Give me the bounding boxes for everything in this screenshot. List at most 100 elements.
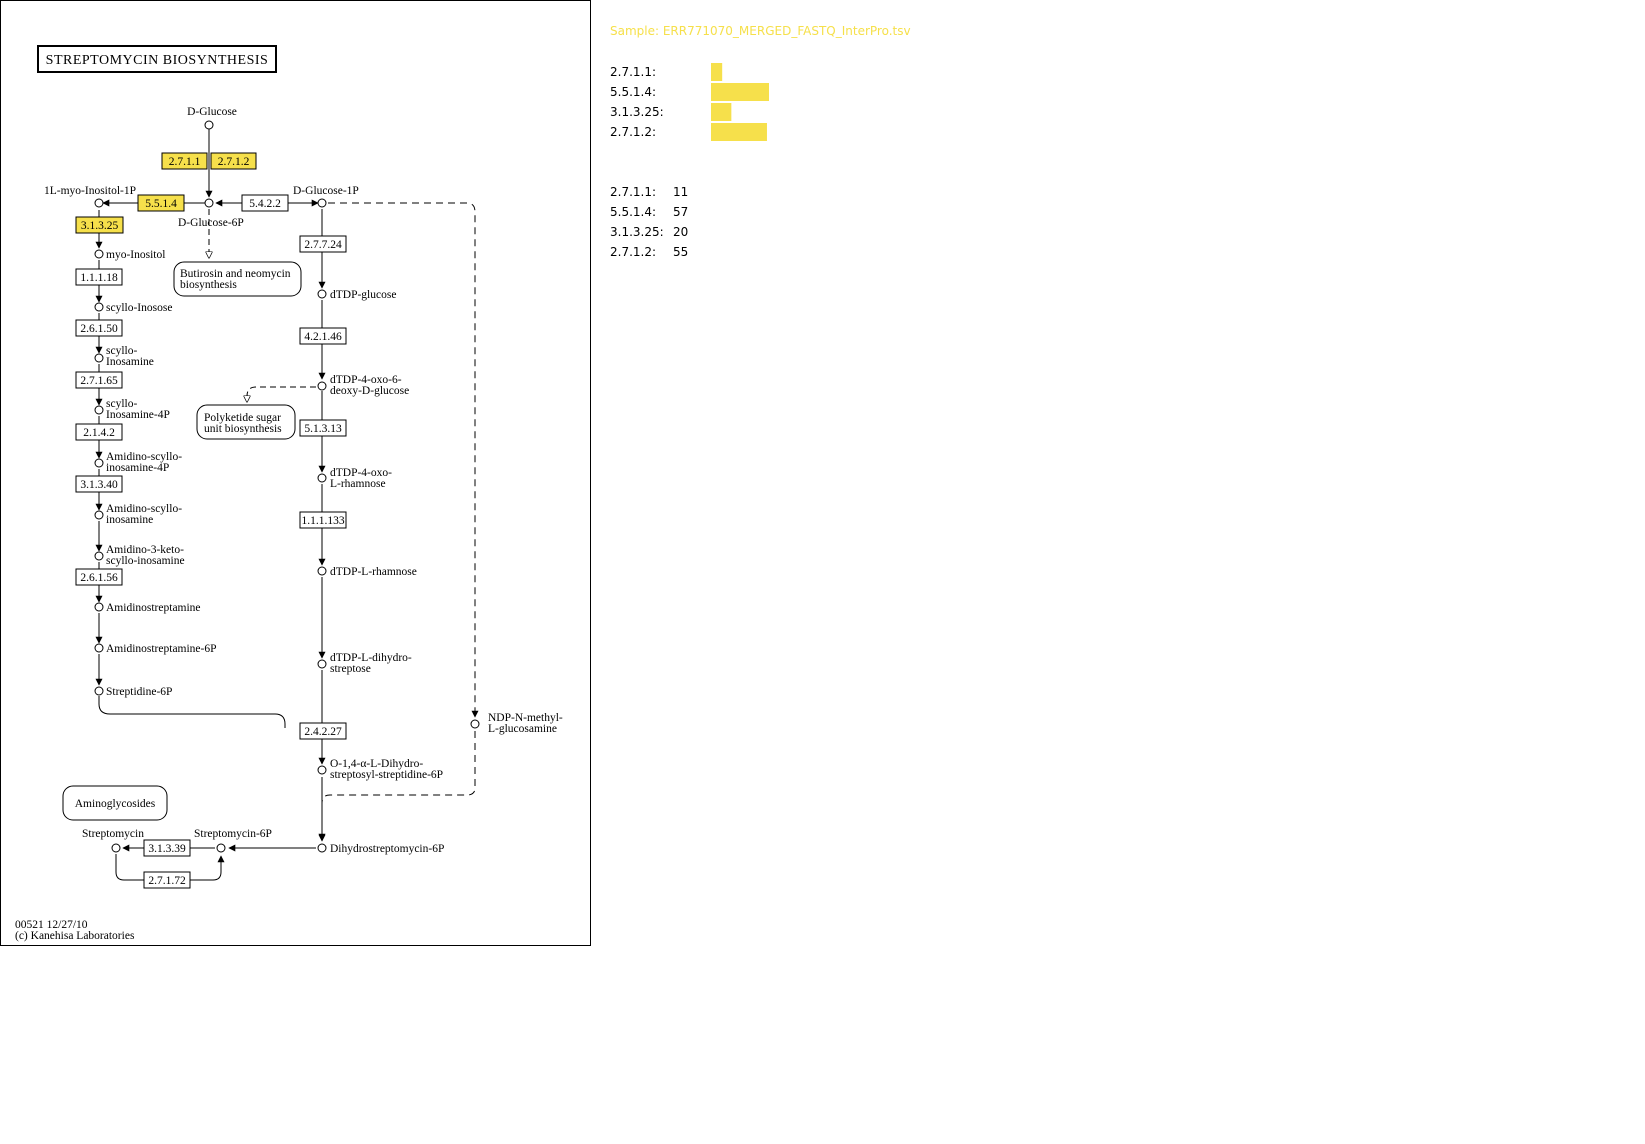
enzyme-2-7-1-65[interactable]: 2.7.1.65 — [75, 371, 123, 389]
compound-label[interactable]: Inosamine — [106, 356, 154, 368]
compound-label[interactable]: 1L-myo-Inositol-1P — [44, 185, 136, 197]
svg-text:2.6.1.56: 2.6.1.56 — [80, 572, 118, 584]
compound-node — [317, 289, 327, 299]
abundance-bar — [711, 103, 732, 121]
compound-node — [94, 302, 104, 312]
count-value: 55 — [673, 245, 688, 259]
enzyme-3-1-3-40[interactable]: 3.1.3.40 — [75, 475, 123, 493]
enzyme-1-1-1-18[interactable]: 1.1.1.18 — [75, 268, 123, 286]
count-label: 2.7.1.2: — [610, 245, 656, 259]
enzyme-5-4-2-2[interactable]: 5.4.2.2 — [241, 194, 289, 212]
pathway-link-butirosin[interactable]: Butirosin and neomycin biosynthesis — [173, 261, 302, 297]
map-footer-copyright: (c) Kanehisa Laboratories — [15, 930, 135, 942]
compound-label[interactable]: D-Glucose-6P — [178, 217, 244, 229]
count-label: 3.1.3.25: — [610, 225, 664, 239]
compound-label[interactable]: myo-Inositol — [106, 249, 165, 261]
enzyme-4-2-1-46[interactable]: 4.2.1.46 — [299, 327, 347, 345]
compound-label[interactable]: Inosamine-4P — [106, 409, 170, 421]
svg-text:4.2.1.46: 4.2.1.46 — [304, 331, 342, 343]
map-footer: 00521 12/27/10 (c) Kanehisa Laboratories — [15, 919, 135, 942]
compound-label[interactable]: scyllo-inosamine — [106, 555, 185, 567]
compound-label[interactable]: NDP-N-methyl- — [488, 712, 563, 724]
enzyme-5-1-3-13[interactable]: 5.1.3.13 — [299, 419, 347, 437]
enzyme-3-1-3-25[interactable]: 3.1.3.25 — [75, 216, 124, 234]
compound-node — [317, 473, 327, 483]
svg-text:2.7.1.72: 2.7.1.72 — [148, 875, 186, 887]
compound-label[interactable]: dTDP-4-oxo-6- — [330, 374, 402, 386]
compound-label[interactable]: dTDP-4-oxo- — [330, 467, 392, 479]
compound-label[interactable]: Dihydrostreptomycin-6P — [330, 843, 444, 855]
svg-text:2.1.4.2: 2.1.4.2 — [83, 427, 115, 439]
svg-text:2.7.1.2: 2.7.1.2 — [218, 156, 250, 168]
enzyme-boxes: 2.7.1.1 2.7.1.2 5.5.1.4 5.4.2.2 3.1.3.25… — [75, 152, 347, 889]
compound-label[interactable]: Amidino-scyllo- — [106, 451, 182, 463]
compound-node — [94, 405, 104, 415]
compound-node — [94, 602, 104, 612]
compound-label[interactable]: dTDP-L-rhamnose — [330, 566, 417, 578]
enzyme-2-7-1-1[interactable]: 2.7.1.1 — [161, 152, 208, 170]
compound-label[interactable]: D-Glucose-1P — [293, 185, 359, 197]
compound-node — [94, 353, 104, 363]
compound-label[interactable]: dTDP-L-dihydro- — [330, 652, 412, 664]
compound-label[interactable]: scyllo-Inosose — [106, 302, 172, 314]
enzyme-2-6-1-56[interactable]: 2.6.1.56 — [75, 568, 123, 586]
compound-node — [111, 843, 121, 853]
compound-node — [204, 198, 214, 208]
svg-text:1.1.1.133: 1.1.1.133 — [301, 515, 344, 527]
pathway-link-polyketide[interactable]: Polyketide sugar unit biosynthesis — [196, 404, 296, 440]
compound-node — [204, 120, 214, 130]
compound-label[interactable]: Amidino-3-keto- — [106, 544, 184, 556]
compound-label[interactable]: Streptomycin-6P — [194, 828, 272, 840]
bar-label: 2.7.1.1: — [610, 65, 656, 79]
compound-label[interactable]: L-glucosamine — [488, 723, 557, 735]
enzyme-1-1-1-133[interactable]: 1.1.1.133 — [299, 511, 347, 529]
compound-node — [94, 643, 104, 653]
compound-label[interactable]: O-1,4-α-L-Dihydro- — [330, 758, 423, 770]
compound-label[interactable]: deoxy-D-glucose — [330, 385, 409, 397]
compound-node — [94, 551, 104, 561]
compound-label[interactable]: scyllo- — [106, 398, 137, 410]
compound-label[interactable]: Amidinostreptamine-6P — [106, 643, 217, 655]
svg-text:2.4.2.27: 2.4.2.27 — [304, 726, 342, 738]
enzyme-2-4-2-27[interactable]: 2.4.2.27 — [299, 722, 347, 740]
svg-text:2.6.1.50: 2.6.1.50 — [80, 323, 118, 335]
compound-node — [317, 381, 327, 391]
compound-label[interactable]: streptose — [330, 663, 371, 675]
count-value: 57 — [673, 205, 688, 219]
compound-label[interactable]: Amidinostreptamine — [106, 602, 201, 614]
svg-text:1.1.1.18: 1.1.1.18 — [80, 272, 118, 284]
compound-node — [94, 458, 104, 468]
count-value: 20 — [673, 225, 688, 239]
compound-label[interactable]: Streptomycin — [82, 828, 144, 840]
enzyme-2-7-1-72[interactable]: 2.7.1.72 — [143, 871, 191, 889]
compound-label[interactable]: dTDP-glucose — [330, 289, 396, 301]
abundance-bar — [711, 83, 769, 101]
enzyme-5-5-1-4[interactable]: 5.5.1.4 — [137, 194, 185, 212]
map-title: STREPTOMYCIN BIOSYNTHESIS — [37, 45, 277, 73]
pathway-link-aminoglycosides[interactable]: Aminoglycosides — [62, 785, 168, 821]
compound-label[interactable]: scyllo- — [106, 345, 137, 357]
compound-node — [470, 719, 480, 729]
compound-node — [216, 843, 226, 853]
compound-nodes — [94, 120, 480, 853]
enzyme-2-1-4-2[interactable]: 2.1.4.2 — [75, 423, 123, 441]
compound-label[interactable]: inosamine — [106, 514, 153, 526]
enzyme-3-1-3-39[interactable]: 3.1.3.39 — [143, 839, 191, 857]
compound-label[interactable]: inosamine-4P — [106, 462, 169, 474]
svg-text:3.1.3.40: 3.1.3.40 — [80, 479, 118, 491]
bar-label: 3.1.3.25: — [610, 105, 664, 119]
compound-label[interactable]: Streptidine-6P — [106, 686, 172, 698]
compound-node — [94, 198, 104, 208]
compound-label[interactable]: Amidino-scyllo- — [106, 503, 182, 515]
map-title-text: STREPTOMYCIN BIOSYNTHESIS — [46, 53, 269, 68]
compound-label[interactable]: streptosyl-streptidine-6P — [330, 769, 443, 781]
abundance-bars: 2.7.1.1:5.5.1.4:3.1.3.25:2.7.1.2: — [610, 63, 769, 141]
svg-text:2.7.7.24: 2.7.7.24 — [304, 239, 342, 251]
compound-label[interactable]: L-rhamnose — [330, 478, 386, 490]
compound-label[interactable]: D-Glucose — [187, 106, 237, 118]
svg-text:5.4.2.2: 5.4.2.2 — [249, 198, 281, 210]
enzyme-2-7-1-2[interactable]: 2.7.1.2 — [210, 152, 257, 170]
enzyme-2-7-7-24[interactable]: 2.7.7.24 — [299, 235, 347, 253]
enzyme-2-6-1-50[interactable]: 2.6.1.50 — [75, 319, 123, 337]
